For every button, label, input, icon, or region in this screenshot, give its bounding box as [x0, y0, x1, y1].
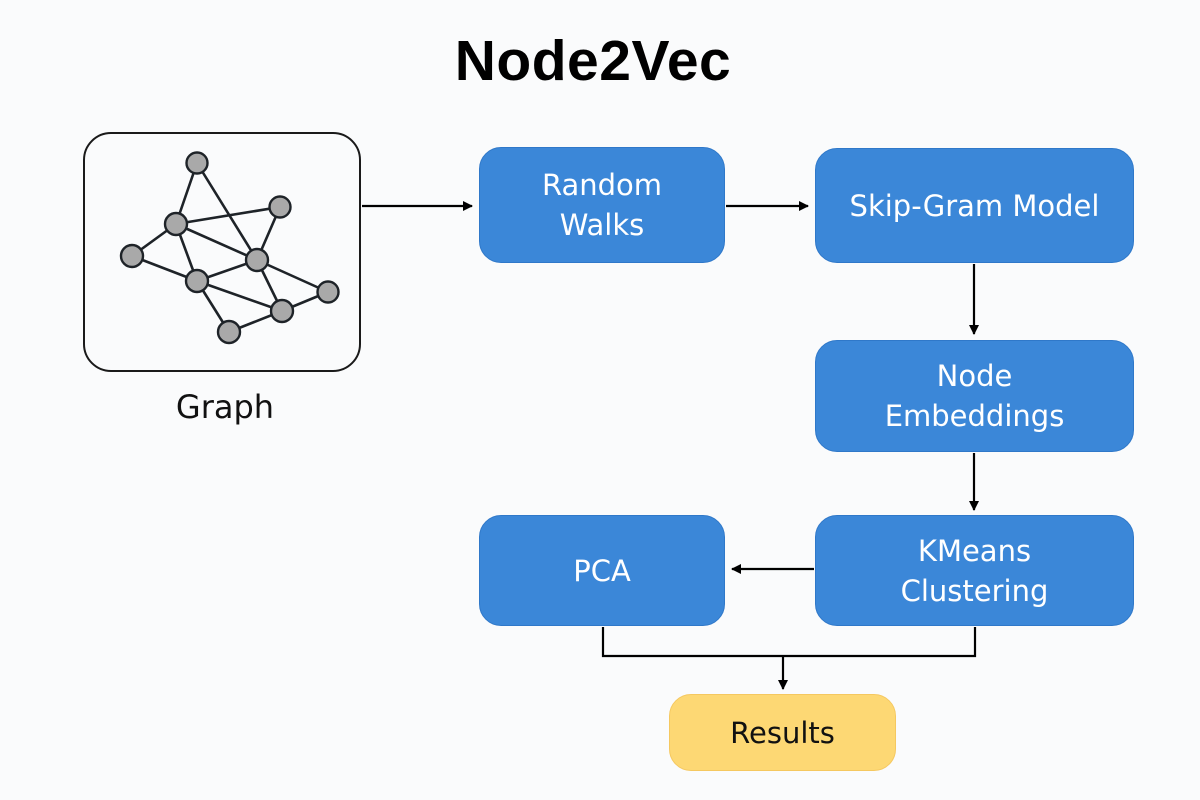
random-walks-label: Random Walks: [541, 168, 663, 242]
diagram-title: Node2Vec: [454, 29, 732, 93]
graph-edge: [174, 222, 259, 262]
graph-edges: [130, 161, 330, 334]
graph-node: [185, 151, 209, 175]
graph-edge: [195, 161, 259, 262]
graph-node: [119, 243, 145, 269]
graph-node: [268, 195, 292, 219]
skip-gram-model-box: Skip-Gram Model: [815, 148, 1134, 263]
graph-node: [184, 268, 210, 294]
pca-box: PCA: [479, 515, 725, 626]
graph-edge: [174, 205, 282, 226]
kmeans-clustering-label: KMeans Clustering: [900, 533, 1049, 608]
graph-nodes: [119, 151, 340, 345]
graph-node: [244, 247, 270, 273]
graph-node: [216, 319, 242, 345]
kmeans-clustering-box: KMeans Clustering: [815, 515, 1134, 626]
results-box: Results: [669, 694, 896, 771]
graph-node: [163, 211, 189, 237]
pca-label: PCA: [573, 553, 631, 588]
node-embeddings-label: Node Embeddings: [884, 359, 1065, 433]
graph-node: [316, 280, 340, 304]
graph-edge: [195, 279, 284, 313]
skip-gram-model-label: Skip-Gram Model: [849, 188, 1100, 223]
random-walks-box: Random Walks: [479, 147, 725, 263]
graph-edge: [255, 258, 330, 294]
graph-node: [269, 298, 295, 324]
graph-label: Graph: [175, 388, 275, 426]
connector-pca-kmeans-merge: [601, 627, 977, 658]
results-label: Results: [730, 715, 835, 750]
node-embeddings-box: Node Embeddings: [815, 340, 1134, 452]
